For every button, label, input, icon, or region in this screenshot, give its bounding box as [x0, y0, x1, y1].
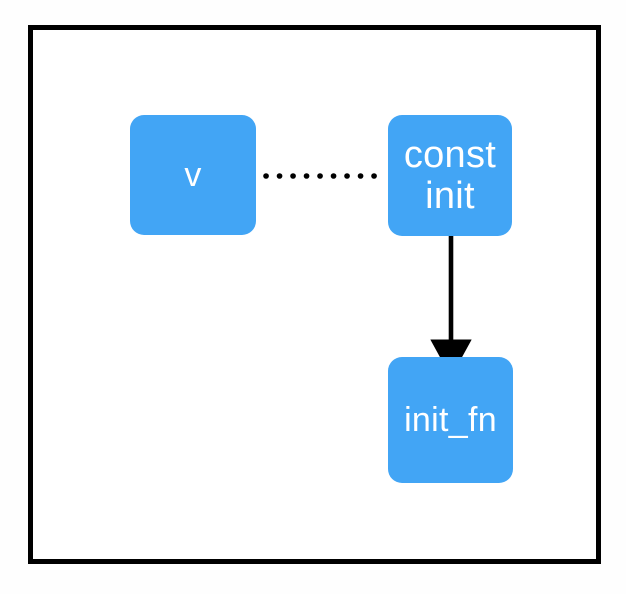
- node-const-init-label: const init: [403, 134, 497, 217]
- node-init-fn[interactable]: init_fn: [388, 357, 513, 483]
- node-v-label: v: [184, 155, 202, 194]
- node-v[interactable]: v: [130, 115, 256, 235]
- node-const-init[interactable]: const init: [388, 115, 512, 236]
- node-init-fn-label: init_fn: [404, 400, 497, 439]
